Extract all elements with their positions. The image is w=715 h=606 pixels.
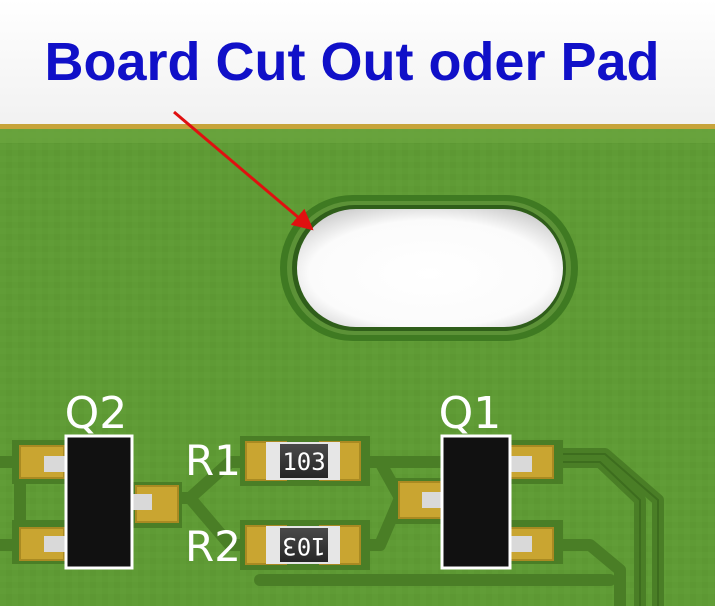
q1-body [440, 434, 512, 570]
board-edge [0, 124, 715, 129]
transistor-q2: Q2 [12, 388, 182, 570]
background-area [0, 0, 715, 128]
q1-label: Q1 [439, 388, 502, 439]
q2-label: Q2 [65, 388, 128, 439]
transistor-q1: Q1 [395, 388, 563, 570]
r2-body [280, 528, 328, 562]
r1-label: R1 [185, 436, 241, 485]
r2-marking: 103 [282, 532, 325, 560]
r2-label: R2 [185, 522, 241, 571]
board-cutout-slot [280, 195, 578, 341]
resistor-r2: 103 R2 [185, 520, 370, 571]
q2-body [64, 434, 134, 570]
r1-body [280, 444, 328, 478]
annotation-title: Board Cut Out oder Pad [44, 32, 659, 92]
resistor-r1: 103 R1 [185, 436, 370, 486]
r1-marking: 103 [282, 448, 325, 476]
annotation-arrow [173, 110, 314, 231]
